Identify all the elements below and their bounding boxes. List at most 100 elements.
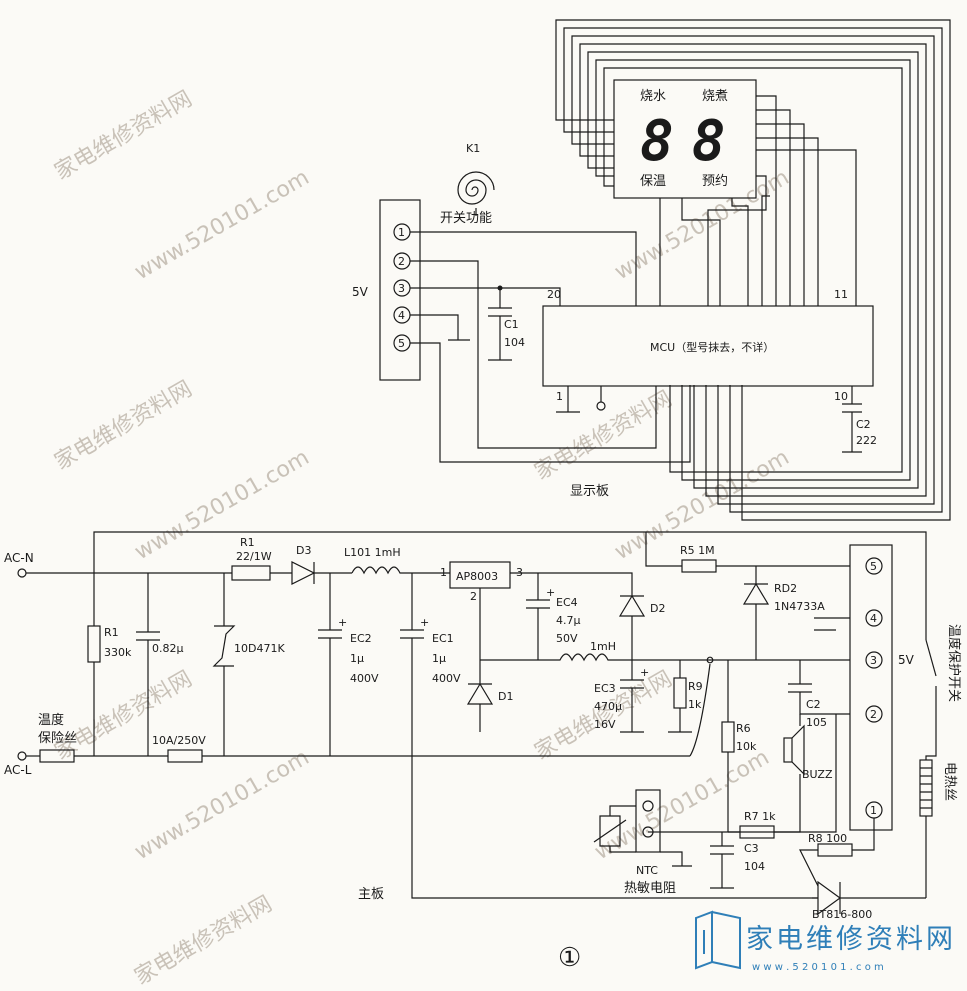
- triac-icon: [812, 880, 926, 916]
- display-board-label: 显示板: [570, 484, 609, 499]
- ec2-value-b: 400V: [350, 672, 379, 685]
- ec1-value-a: 1μ: [432, 652, 446, 665]
- main-board-label: 主板: [358, 887, 384, 902]
- main-connector: [849, 544, 893, 831]
- r1b-ref: R1: [104, 626, 119, 639]
- mcu-chip: [542, 305, 874, 387]
- main-pin-3: 3: [870, 654, 877, 667]
- svg-text:+: +: [640, 666, 649, 679]
- c3-ref: C3: [744, 842, 759, 855]
- ec2-value-a: 1μ: [350, 652, 364, 665]
- main-pin-2: 2: [870, 708, 877, 721]
- watermark-url-3: www.520101.com: [131, 745, 314, 865]
- top-pin-2: 2: [398, 255, 405, 268]
- main-pin-1: 1: [870, 804, 877, 817]
- mcu-label: MCU（型号抹去，不详）: [650, 340, 774, 354]
- ec4-value-b: 50V: [556, 632, 578, 645]
- top-pin-5: 5: [398, 337, 405, 350]
- buzzer-icon: [783, 724, 805, 776]
- temp-fuse-label-b: 保险丝: [38, 731, 77, 746]
- vdr-label: 10D471K: [234, 642, 285, 655]
- r6-ref: R6: [736, 722, 751, 735]
- ap8003-pin-1: 1: [440, 566, 447, 579]
- display-label-keep-warm: 保温: [640, 174, 666, 189]
- logo-url: w w w . 5 2 0 1 0 1 . c o m: [752, 962, 884, 973]
- figure-number: ①: [558, 943, 581, 973]
- watermark-cn-2: 家电维修资料网: [51, 377, 197, 476]
- c3-value: 104: [744, 860, 765, 873]
- l101-label: L101 1mH: [344, 546, 401, 559]
- ec1-ref: EC1: [432, 632, 454, 645]
- ntc-label-b: 热敏电阻: [624, 881, 676, 896]
- watermark-url-1: www.520101.com: [131, 165, 314, 285]
- c1-value: 104: [504, 336, 525, 349]
- k1-ref: K1: [466, 142, 480, 155]
- rd2-ref: RD2: [774, 582, 797, 595]
- r9-value: 1k: [688, 698, 702, 711]
- d3-ref: D3: [296, 544, 311, 557]
- c2b-value: 105: [806, 716, 827, 729]
- display-label-schedule: 预约: [702, 174, 728, 189]
- d2-ref: D2: [650, 602, 665, 615]
- top-pin-3: 3: [398, 282, 405, 295]
- c2-top-ref: C2: [856, 418, 871, 431]
- r7-label: R7 1k: [744, 810, 776, 823]
- ec1-value-b: 400V: [432, 672, 461, 685]
- main-pin-4: 4: [870, 612, 877, 625]
- svg-text:+: +: [420, 616, 429, 629]
- ec2-ref: EC2: [350, 632, 372, 645]
- l2-label: 1mH: [590, 640, 616, 653]
- display-label-boil-cook: 烧煮: [702, 89, 728, 104]
- r1b-value: 330k: [104, 646, 132, 659]
- mcu-pin-10: 10: [834, 390, 848, 403]
- logo-cn: 家电维修资料网: [746, 924, 956, 955]
- book-logo-icon: [695, 910, 741, 970]
- top-connector-voltage: 5V: [352, 285, 369, 299]
- main-connector-voltage: 5V: [898, 653, 915, 667]
- ec3-ref: EC3: [594, 682, 616, 695]
- main-fuse: [167, 749, 203, 763]
- watermark-cn-6: 家电维修资料网: [131, 892, 277, 991]
- site-logo: 家电维修资料网 w w w . 5 2 0 1 0 1 . c o m: [695, 910, 956, 973]
- heater-label: 电热丝: [942, 762, 957, 801]
- top-pin-4: 4: [398, 309, 405, 322]
- watermark-cn-1: 家电维修资料网: [51, 87, 197, 186]
- svg-text:+: +: [546, 586, 555, 599]
- cx-value: 0.82μ: [152, 642, 184, 655]
- r8-label: R8 100: [808, 832, 847, 845]
- top-pin-1: 1: [398, 226, 405, 239]
- k1-label: 开关功能: [440, 211, 492, 226]
- r1-value: 22/1W: [236, 550, 272, 563]
- c2-top-value: 222: [856, 434, 877, 447]
- c1-ref: C1: [504, 318, 519, 331]
- acn-terminal: [17, 568, 27, 578]
- r1-ref: R1: [240, 536, 255, 549]
- top-connector: [379, 199, 421, 381]
- led-display: [613, 79, 757, 199]
- k1-switch-icon: [457, 171, 495, 205]
- watermark-cn-4: 家电维修资料网: [531, 387, 677, 486]
- acn-label: AC-N: [4, 551, 34, 565]
- rd2-value: 1N4733A: [774, 600, 825, 613]
- main-pin-5: 5: [870, 560, 877, 573]
- r5-label: R5 1M: [680, 544, 715, 557]
- ec3-value-a: 470μ: [594, 700, 622, 713]
- temp-switch-label: 温度保护开关: [946, 624, 962, 702]
- c2b-ref: C2: [806, 698, 821, 711]
- mcu-pin-1: 1: [556, 390, 563, 403]
- ntc-label-a: NTC: [636, 864, 658, 877]
- buzzer-label: BUZZ: [802, 768, 833, 781]
- main-connector-pins: 5 4 3 2 1: [865, 557, 883, 819]
- r9-ref: R9: [688, 680, 703, 693]
- acl-terminal: [17, 751, 27, 761]
- display-label-boil-water: 烧水: [640, 89, 666, 104]
- svg-text:+: +: [338, 616, 347, 629]
- seven-segment-digits: 88: [640, 109, 743, 174]
- acl-label: AC-L: [4, 763, 32, 777]
- main-board: AC-N AC-L R1 22/1W D3 L101 1mH AP8003 1 …: [4, 531, 962, 973]
- ntc-connector: [635, 789, 661, 853]
- triac-label: BT816-800: [812, 908, 872, 921]
- watermark-url-2: www.520101.com: [131, 445, 314, 565]
- d1-ref: D1: [498, 690, 513, 703]
